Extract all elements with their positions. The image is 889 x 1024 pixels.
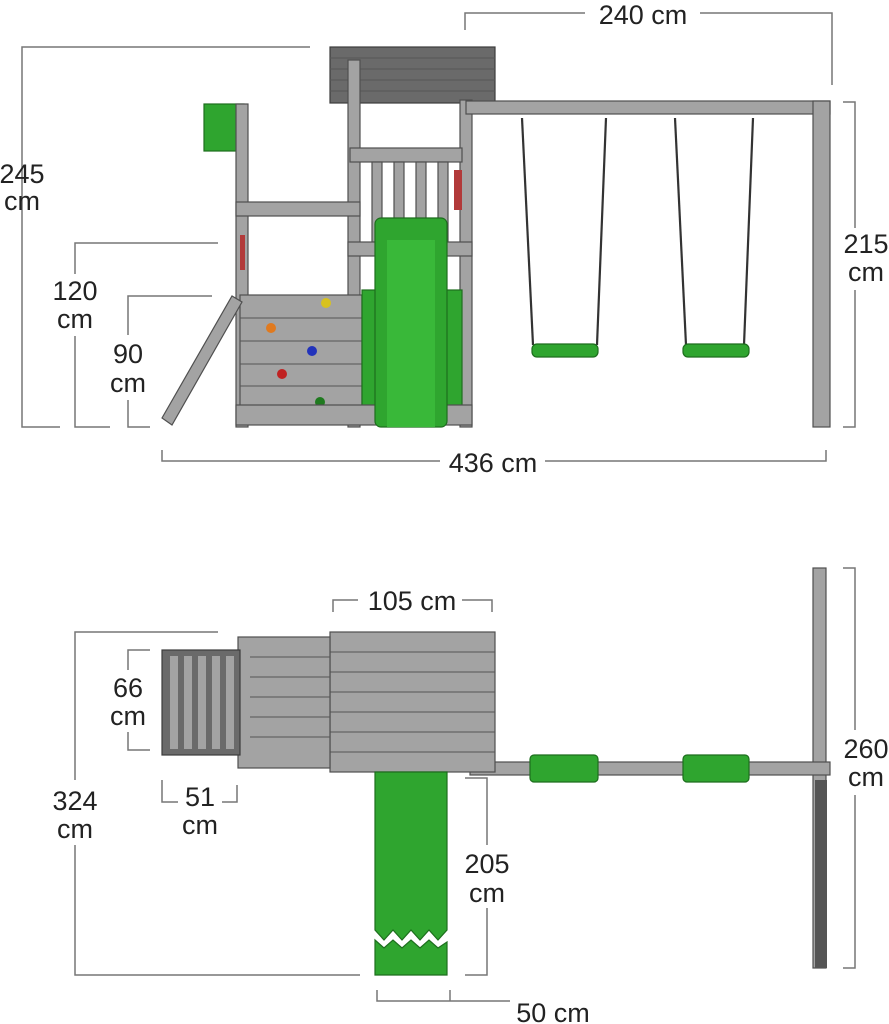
railing [349,147,463,163]
slide-length-value: 205 [464,849,509,879]
ladder-width-value: 66 [113,673,143,703]
deck-top [329,631,496,773]
wall-section-top [237,636,331,769]
swing-frame-value: 260 [843,734,888,764]
width-top-label: 240 cm [599,0,688,30]
width-total-label: 436 cm [449,448,538,478]
swing-post [812,100,831,428]
handle [240,235,245,270]
height-swing-value: 215 [843,229,888,259]
slide-width-label: 50 cm [516,998,590,1024]
ladder-top [161,649,241,756]
ladder-width-unit: cm [110,701,146,731]
swing [520,117,608,358]
depth-total-value: 324 [52,786,97,816]
height-deck-unit: cm [57,304,93,334]
swing-beam [465,100,831,115]
top-view: 105 cm 66 cm 51 cm 324 cm 205 cm 50 cm 2… [52,567,889,1024]
deck-width-label: 105 cm [368,586,457,616]
slide-top [374,771,448,976]
height-total-unit: cm [4,186,40,216]
height-total-value: 245 [0,159,45,189]
swing-frame-unit: cm [848,762,884,792]
depth-total-unit: cm [57,814,93,844]
ladder [161,295,243,426]
post [459,99,473,428]
climbing-wall [239,294,363,408]
front-view: 245 cm 120 cm 90 cm 240 cm 215 cm 436 cm [0,0,889,478]
swing-seat-top [529,754,599,783]
height-wall-value: 90 [113,339,143,369]
swing [673,117,755,358]
swing-seat-top [682,754,750,783]
height-swing-unit: cm [848,257,884,287]
ladder-depth-value: 51 [185,782,215,812]
height-deck-value: 120 [52,276,97,306]
height-wall-unit: cm [110,368,146,398]
ladder-depth-unit: cm [182,810,218,840]
slide-length-unit: cm [469,878,505,908]
swing-beam-top [469,761,831,776]
handle [454,170,462,210]
